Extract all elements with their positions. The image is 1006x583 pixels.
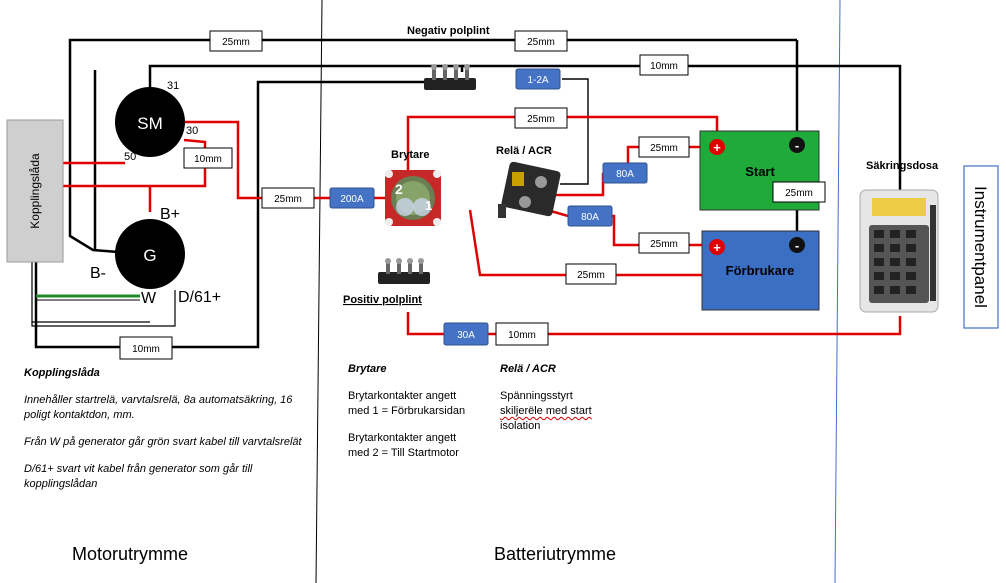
g-terminal-bminus: B- [90,265,106,282]
positiv-polplint [378,258,430,284]
cable-label: 25mm [261,187,315,209]
fuse-80a-start: 80A [602,162,648,184]
zone-motorutrymme: Motorutrymme [72,544,189,564]
cable-label: 25mm [514,107,568,129]
svg-text:25mm: 25mm [577,270,605,281]
negativ-polplint [424,64,476,90]
motor-battery-divider [315,0,323,583]
kopplingslada: Kopplingslåda [6,119,64,263]
svg-text:25mm: 25mm [785,188,813,199]
kopplingslada-desc-line: Från W på generator går grön svart kabel… [24,436,302,448]
g-terminal-d61: D/61+ [178,289,221,306]
rele-desc-title: Relä / ACR [500,363,556,375]
sakringsdosa [859,189,939,313]
forbrukare-plus-sign: + [713,240,721,255]
start-plus-terminal: + [709,139,725,155]
svg-text:1-2A: 1-2A [527,75,548,86]
cable-label: 25mm [772,181,826,203]
svg-text:25mm: 25mm [527,37,555,48]
svg-text:80A: 80A [616,169,634,180]
svg-text:30A: 30A [457,330,475,341]
svg-text:80A: 80A [581,212,599,223]
brytare-pos2: 2 [395,181,403,197]
generator: G [115,219,185,289]
brytare-description: Brytare Brytarkontakter angett med 1 = F… [348,362,478,461]
negativ-polplint-label: Negativ polplint [407,25,490,37]
rele-acr [498,161,561,218]
forbrukare-minus-terminal: - [789,237,805,253]
brytare-desc-title: Brytare [348,363,387,375]
startmotor: SM [115,87,185,157]
rele-desc-line2: skiljerële med start [500,405,592,417]
forbrukare-plus-terminal: + [709,239,725,255]
sm-label: SM [137,114,163,133]
kopplingslada-description: Kopplingslåda Innehåller startrelä, varv… [24,366,310,492]
instrumentpanel-label: Instrumentpanel [971,186,990,308]
cable-label: 25mm [638,136,690,158]
fuse-80a-forbrukare: 80A [567,205,613,227]
cable-label: 25mm [209,30,263,52]
cable-label: 25mm [514,30,568,52]
cable-label: 10mm [183,147,233,169]
rele-label: Relä / ACR [496,145,552,157]
instrumentpanel: Instrumentpanel [963,165,999,329]
kopplingslada-desc-line: Innehåller startrelä, varvtalsrelä, 8a a… [24,394,293,421]
forbrukare-battery-label: Förbrukare [726,263,795,278]
cable-label: 10mm [639,54,689,76]
fuse-1-2a: 1-2A [515,68,561,90]
brytare-desc-line: Brytarkontakter angett med 1 = Förbrukar… [348,390,466,417]
svg-text:10mm: 10mm [132,344,160,355]
kopplingslada-desc-title: Kopplingslåda [24,367,100,379]
g-terminal-bplus: B+ [160,206,180,223]
fuse-200a: 200A [329,187,375,209]
rele-desc-line3: isolation [500,420,541,432]
brytare: 2 1 [385,170,441,226]
svg-text:10mm: 10mm [650,61,678,72]
start-minus-terminal: - [789,137,805,153]
kopplingslada-desc-line: D/61+ svart vit kabel från generator som… [24,463,253,490]
start-minus-sign: - [795,138,799,153]
start-plus-sign: + [713,140,721,155]
svg-text:25mm: 25mm [650,239,678,250]
brytare-label: Brytare [391,149,430,161]
brytare-pos1: 1 [425,198,432,213]
cable-label: 10mm [119,336,173,360]
zone-batteriutrymme: Batteriutrymme [494,544,617,564]
svg-text:25mm: 25mm [650,143,678,154]
svg-text:200A: 200A [340,194,364,205]
cable-labels: 25mm 25mm 10mm 10mm 25mm 25mm 25mm 25mm [119,30,826,360]
svg-text:25mm: 25mm [222,37,250,48]
brytare-desc-line: Brytarkontakter angett med 2 = Till Star… [348,432,459,459]
g-label: G [143,246,156,265]
negative-wires [31,38,902,349]
battery-instrument-divider [834,0,841,583]
fuse-30a: 30A [443,322,489,346]
sakringsdosa-label: Säkringsdosa [866,160,939,172]
cable-label: 25mm [638,232,690,254]
forbrukare-minus-sign: - [795,238,799,253]
g-terminal-w: W [141,290,157,307]
rele-description: Relä / ACR Spänningsstyrt skiljerële med… [500,362,650,434]
svg-text:10mm: 10mm [194,154,222,165]
fuse-labels: 200A 1-2A 80A 80A 30A [329,68,648,346]
sm-terminal-30: 30 [186,125,198,137]
kopplingslada-label: Kopplingslåda [28,153,42,229]
svg-text:25mm: 25mm [527,114,555,125]
start-battery-label: Start [745,164,775,179]
cable-label: 25mm [565,263,617,285]
rele-desc-line1: Spänningsstyrt [500,390,573,402]
svg-text:10mm: 10mm [508,330,536,341]
cable-label: 10mm [495,322,549,346]
sm-terminal-31: 31 [167,80,179,92]
positiv-polplint-label: Positiv polplint [343,294,422,306]
sm-terminal-50: 50 [124,151,136,163]
svg-text:25mm: 25mm [274,194,302,205]
